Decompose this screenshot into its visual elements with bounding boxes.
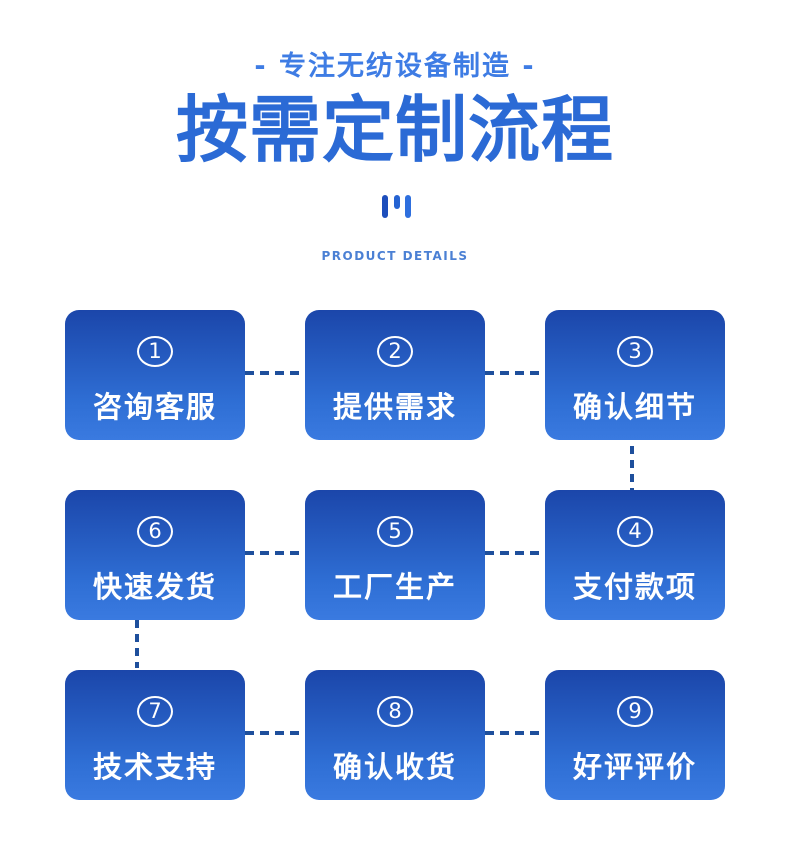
step-number: 6	[148, 519, 162, 543]
step-number: 4	[628, 519, 642, 543]
step-label: 确认细节	[572, 390, 697, 424]
step-label: 咨询客服	[92, 390, 217, 424]
connector-step2-step3	[485, 371, 545, 375]
step-number-badge: 8	[377, 696, 413, 727]
quote-bars-icon	[382, 195, 412, 229]
step-label: 确认收货	[332, 750, 457, 784]
page-title: 按需定制流程	[175, 88, 614, 172]
step-number: 7	[148, 699, 162, 723]
step-number: 1	[148, 339, 162, 363]
step-number: 9	[628, 699, 642, 723]
step-number: 5	[388, 519, 402, 543]
step-card-tech-support: 7 技术支持	[65, 670, 245, 800]
step-card-confirm-details: 3 确认细节	[545, 310, 725, 440]
step-number-badge: 7	[137, 696, 173, 727]
step-card-fast-shipping: 6 快速发货	[65, 490, 245, 620]
quote-bar-right	[405, 195, 411, 218]
connector-step6-step7	[135, 620, 139, 668]
step-number-badge: 4	[617, 516, 653, 547]
step-number-badge: 9	[617, 696, 653, 727]
step-number-badge: 1	[137, 336, 173, 367]
step-card-confirm-receipt: 8 确认收货	[305, 670, 485, 800]
step-card-requirements: 2 提供需求	[305, 310, 485, 440]
step-number-badge: 3	[617, 336, 653, 367]
quote-bar-left	[382, 195, 388, 218]
step-number: 3	[628, 339, 642, 363]
quote-bar-middle	[394, 195, 400, 209]
connector-step3-step4	[630, 446, 634, 490]
step-number-badge: 5	[377, 516, 413, 547]
step-card-positive-review: 9 好评评价	[545, 670, 725, 800]
step-number-badge: 6	[137, 516, 173, 547]
step-label: 提供需求	[332, 390, 457, 424]
step-label: 快速发货	[92, 570, 217, 604]
tagline: - 专注无纺设备制造 -	[254, 51, 536, 82]
step-card-payment: 4 支付款项	[545, 490, 725, 620]
step-card-factory-production: 5 工厂生产	[305, 490, 485, 620]
step-label: 支付款项	[572, 570, 697, 604]
connector-step8-step9	[485, 731, 545, 735]
step-number: 8	[388, 699, 402, 723]
step-number: 2	[388, 339, 402, 363]
step-label: 技术支持	[92, 750, 217, 784]
connector-step6-step5	[245, 551, 305, 555]
connector-step7-step8	[245, 731, 305, 735]
connector-step5-step4	[485, 551, 545, 555]
subtitle-product-details: PRODUCT DETAILS	[321, 249, 469, 263]
step-label: 好评评价	[572, 750, 697, 784]
step-label: 工厂生产	[332, 570, 457, 604]
step-card-consult: 1 咨询客服	[65, 310, 245, 440]
step-number-badge: 2	[377, 336, 413, 367]
connector-step1-step2	[245, 371, 305, 375]
